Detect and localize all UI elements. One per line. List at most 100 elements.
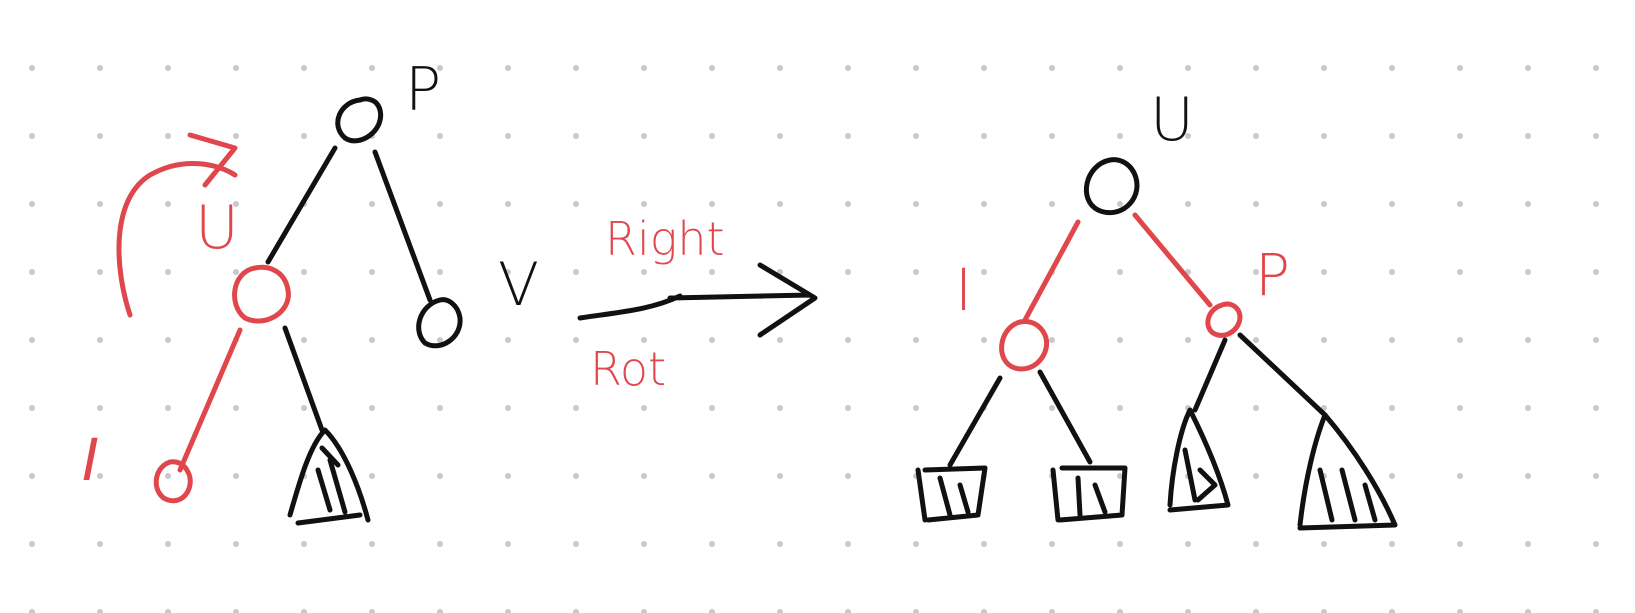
grid-dot — [437, 541, 443, 547]
grid-dot — [1457, 405, 1463, 411]
grid-dot — [1525, 541, 1531, 547]
grid-dot — [573, 405, 579, 411]
grid-dot — [1321, 337, 1327, 343]
grid-dot — [913, 405, 919, 411]
node-i — [999, 319, 1049, 372]
grid-dot — [1457, 541, 1463, 547]
grid-dot — [981, 133, 987, 139]
grid-dot — [1593, 473, 1599, 479]
grid-dot — [369, 201, 375, 207]
grid-dot — [641, 541, 647, 547]
grid-dot — [1525, 473, 1531, 479]
grid-dot — [709, 201, 715, 207]
arrow-icon — [577, 262, 818, 338]
grid-dot — [437, 337, 443, 343]
grid-dot — [1321, 201, 1327, 207]
grid-dot — [29, 405, 35, 411]
grid-dot — [165, 201, 171, 207]
grid-dot — [165, 337, 171, 343]
grid-dot — [1321, 65, 1327, 71]
grid-dot — [709, 541, 715, 547]
grid-dot — [1389, 541, 1395, 547]
grid-dot — [437, 405, 443, 411]
grid-dot — [233, 609, 239, 613]
node-u — [232, 264, 291, 324]
grid-dot — [369, 65, 375, 71]
grid-dot — [1525, 201, 1531, 207]
grid-dot — [1117, 473, 1123, 479]
grid-dot — [1185, 337, 1191, 343]
grid-dot — [1457, 201, 1463, 207]
grid-dot — [573, 269, 579, 275]
grid-dot — [1049, 337, 1055, 343]
grid-dot — [573, 609, 579, 613]
grid-dot — [1253, 473, 1259, 479]
grid-dot — [1117, 133, 1123, 139]
grid-dot — [913, 201, 919, 207]
grid-dot — [505, 269, 511, 275]
root-node-u — [1083, 157, 1140, 216]
grid-dot — [641, 201, 647, 207]
node-v — [416, 297, 463, 349]
grid-dot — [97, 609, 103, 613]
grid-dot — [437, 473, 443, 479]
grid-dot — [97, 337, 103, 343]
grid-dot — [165, 65, 171, 71]
subtree-1 — [915, 465, 988, 523]
grid-dot — [709, 133, 715, 139]
grid-dot — [913, 541, 919, 547]
grid-dot — [913, 133, 919, 139]
grid-dot — [641, 405, 647, 411]
grid-dot — [641, 473, 647, 479]
grid-dot — [233, 133, 239, 139]
grid-dot — [301, 609, 307, 613]
grid-dot — [437, 609, 443, 613]
grid-dot — [369, 405, 375, 411]
grid-dot — [29, 473, 35, 479]
grid-dot — [369, 269, 375, 275]
grid-dot — [29, 269, 35, 275]
grid-dot — [1117, 269, 1123, 275]
grid-dot — [1321, 541, 1327, 547]
grid-dot — [845, 541, 851, 547]
grid-dot — [1593, 133, 1599, 139]
grid-dot — [777, 133, 783, 139]
grid-dot — [437, 133, 443, 139]
grid-dot — [1457, 65, 1463, 71]
grid-dot — [1185, 133, 1191, 139]
grid-dot — [233, 65, 239, 71]
edge-i-right — [1037, 369, 1093, 465]
grid-dot — [1049, 65, 1055, 71]
grid-dot — [709, 269, 715, 275]
grid-dot — [1117, 541, 1123, 547]
grid-dot — [1117, 201, 1123, 207]
grid-dot — [777, 609, 783, 613]
label-p: P — [405, 55, 441, 125]
grid-dot — [29, 201, 35, 207]
node-i — [153, 459, 193, 504]
grid-dot — [1321, 269, 1327, 275]
grid-dot — [1389, 133, 1395, 139]
grid-dot — [505, 65, 511, 71]
label-i: I — [82, 426, 99, 494]
grid-dot — [1457, 337, 1463, 343]
grid-dot — [845, 609, 851, 613]
grid-dot — [1457, 609, 1463, 613]
grid-dot — [1525, 609, 1531, 613]
grid-dot — [165, 473, 171, 479]
grid-dot — [845, 133, 851, 139]
grid-dot — [1389, 337, 1395, 343]
grid-dot — [97, 473, 103, 479]
operation-line1: Right — [605, 212, 725, 266]
grid-dot — [437, 65, 443, 71]
grid-dot — [913, 337, 919, 343]
grid-dot — [1321, 133, 1327, 139]
grid-dot — [845, 405, 851, 411]
grid-dot — [1253, 201, 1259, 207]
grid-dot — [641, 269, 647, 275]
grid-dot — [1117, 405, 1123, 411]
label-u: U — [195, 193, 239, 263]
grid-dot — [505, 405, 511, 411]
grid-dot — [97, 541, 103, 547]
grid-dot — [1253, 405, 1259, 411]
